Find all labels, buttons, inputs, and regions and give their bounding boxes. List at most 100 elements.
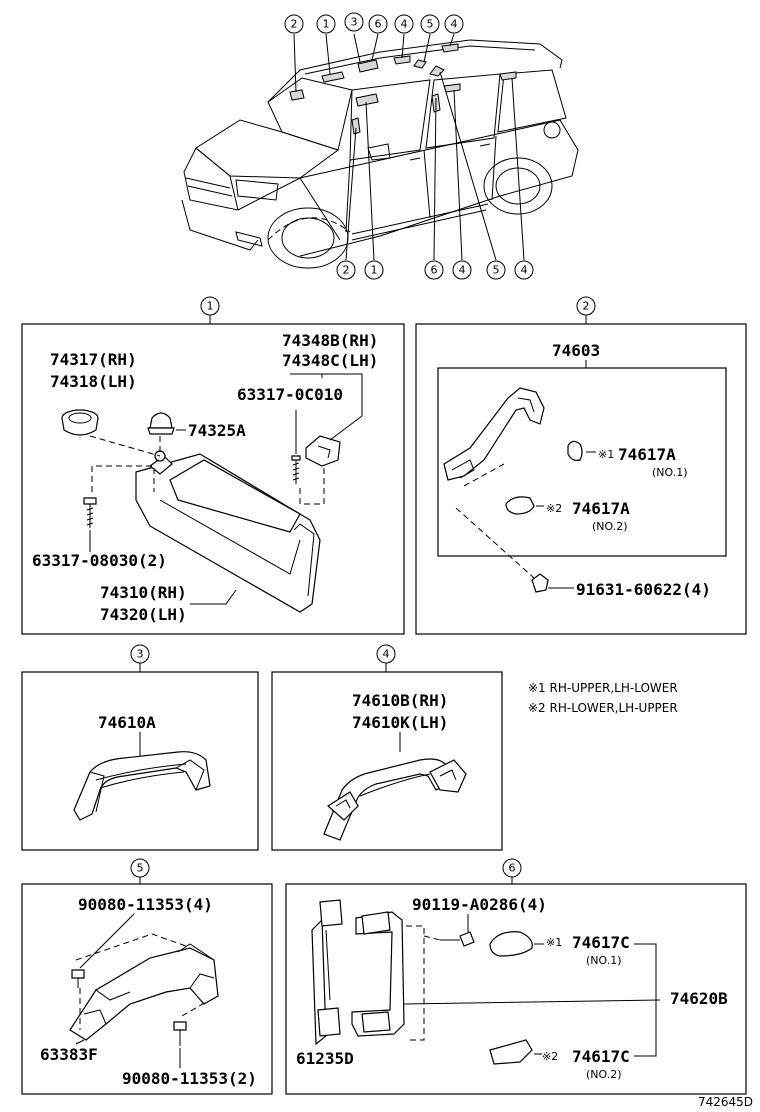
screw-lower bbox=[83, 497, 97, 505]
callout-top-6: 5 bbox=[420, 14, 440, 34]
label-74348c: 74348C(LH) bbox=[282, 351, 378, 370]
callout-bottom-4: 4 bbox=[452, 260, 472, 280]
label-74610a: 74610A bbox=[98, 713, 156, 732]
label-90119: 90119-A0286(4) bbox=[412, 895, 547, 914]
svg-text:5: 5 bbox=[427, 18, 434, 31]
section-6-callout: 6 bbox=[509, 862, 516, 875]
svg-text:6: 6 bbox=[375, 18, 382, 31]
label-63383f: 63383F bbox=[40, 1045, 98, 1064]
label-74617c-no2-qualifier: (NO.2) bbox=[586, 1068, 622, 1081]
section-1-frame bbox=[21, 323, 405, 635]
callout-top-2: 1 bbox=[316, 14, 336, 34]
svg-text:4: 4 bbox=[401, 18, 408, 31]
grip-bracket-right bbox=[429, 759, 467, 793]
callout-top-7: 4 bbox=[444, 14, 464, 34]
label-63317-08030: 63317-08030(2) bbox=[32, 551, 167, 570]
section-3-frame bbox=[21, 671, 259, 851]
assist-grip-74620b bbox=[351, 911, 405, 1037]
svg-text:4: 4 bbox=[451, 18, 458, 31]
label-74317: 74317(RH) bbox=[50, 350, 137, 369]
overview-leaders bbox=[293, 33, 525, 261]
section-3-assist-grip: 3 74610A bbox=[21, 644, 259, 851]
label-74617a-no1-qualifier: (NO.1) bbox=[652, 466, 688, 479]
section-3-callout: 3 bbox=[137, 648, 144, 661]
label-74617c-no1-qualifier: (NO.1) bbox=[586, 954, 622, 967]
callout-bottom-6: 4 bbox=[514, 260, 534, 280]
label-90080-bottom: 90080-11353(2) bbox=[122, 1069, 257, 1088]
label-90080-top: 90080-11353(4) bbox=[78, 895, 213, 914]
label-74617c-no1: 74617C bbox=[572, 933, 630, 952]
label-61235d: 61235D bbox=[296, 1049, 354, 1068]
label-74348b: 74348B(RH) bbox=[282, 331, 378, 350]
svg-text:5: 5 bbox=[493, 264, 500, 277]
section-2-assist-grip-cover: 2 74603 ※1 74617A (NO.1) ※2 74617A (NO.2… bbox=[415, 296, 747, 635]
callout-top-4: 6 bbox=[368, 14, 388, 34]
grip-cap-no2 bbox=[505, 496, 535, 515]
section-4-frame bbox=[271, 671, 503, 851]
mark-2: ※2 bbox=[546, 502, 562, 515]
label-74617a-no2: 74617A bbox=[572, 499, 630, 518]
label-74318: 74318(LH) bbox=[50, 372, 137, 391]
label-91631-60622: 91631-60622(4) bbox=[576, 580, 711, 599]
section-6-frame bbox=[285, 883, 747, 1095]
label-74617c-no2: 74617C bbox=[572, 1047, 630, 1066]
screw-upper bbox=[291, 455, 301, 461]
overview-bottom-callouts: 2 1 6 4 5 4 bbox=[336, 260, 534, 280]
grip-bolt bbox=[531, 573, 549, 593]
vehicle-illustration bbox=[181, 39, 579, 269]
section-4-assist-grip: 4 74610B(RH) 74610K(LH) bbox=[271, 644, 503, 851]
mark-1: ※1 bbox=[598, 448, 614, 461]
svg-text:1: 1 bbox=[323, 18, 330, 31]
callout-bottom-3: 6 bbox=[424, 260, 444, 280]
callout-top-5: 4 bbox=[394, 14, 414, 34]
section-4-callout: 4 bbox=[383, 648, 390, 661]
mark-1: ※1 bbox=[546, 936, 562, 949]
overview-top-callouts: 2 1 3 6 4 5 4 bbox=[284, 12, 464, 34]
figure-code: 742645D bbox=[698, 1095, 753, 1109]
mark-2: ※2 bbox=[542, 1050, 558, 1063]
svg-text:3: 3 bbox=[351, 16, 358, 29]
label-74617a-no1: 74617A bbox=[618, 445, 676, 464]
section-6-assist-grip: 6 90119-A0286(4) ※1 74617C (NO.1) 74620B… bbox=[285, 858, 747, 1095]
section-5-callout: 5 bbox=[137, 862, 144, 875]
grip-cap-74617c-no1 bbox=[489, 931, 533, 957]
callout-top-3: 3 bbox=[344, 12, 364, 32]
callout-bottom-5: 5 bbox=[486, 260, 506, 280]
svg-text:2: 2 bbox=[291, 18, 298, 31]
label-63317-0c010: 63317-0C010 bbox=[237, 385, 343, 404]
visor-clip bbox=[149, 412, 173, 429]
sun-visor-mirror-panel bbox=[169, 459, 301, 533]
svg-text:2: 2 bbox=[343, 264, 350, 277]
label-74320: 74320(LH) bbox=[100, 605, 187, 624]
note-1: ※1 RH-UPPER,LH-LOWER bbox=[528, 681, 678, 695]
label-74617a-no2-qualifier: (NO.2) bbox=[592, 520, 628, 533]
bracket-63383f bbox=[69, 947, 219, 1041]
grip-cap-no1 bbox=[567, 440, 583, 461]
grip-bracket-left bbox=[327, 791, 359, 821]
grip-cap-74617c-no2 bbox=[489, 1039, 533, 1065]
svg-text:1: 1 bbox=[371, 264, 378, 277]
bracket-bolt-bottom bbox=[173, 1021, 187, 1031]
section-5-frame bbox=[21, 883, 273, 1095]
assist-grip-74610a bbox=[73, 751, 211, 821]
section-1-sun-visor: 1 74317(RH) 74318(LH) 74348B(RH) 74348C(… bbox=[21, 296, 405, 635]
section-1-callout: 1 bbox=[207, 300, 214, 313]
callout-bottom-2: 1 bbox=[364, 260, 384, 280]
label-74603: 74603 bbox=[552, 341, 600, 360]
svg-text:4: 4 bbox=[459, 264, 466, 277]
notes: ※1 RH-UPPER,LH-LOWER ※2 RH-LOWER,LH-UPPE… bbox=[528, 681, 678, 715]
svg-text:6: 6 bbox=[431, 264, 438, 277]
section-2-inner-frame bbox=[437, 367, 727, 557]
label-74620b: 74620B bbox=[670, 989, 728, 1008]
label-74610k: 74610K(LH) bbox=[352, 713, 448, 732]
callout-bottom-1: 2 bbox=[336, 260, 356, 280]
label-74610b: 74610B(RH) bbox=[352, 691, 448, 710]
label-74310: 74310(RH) bbox=[100, 583, 187, 602]
grip-bolt-90119 bbox=[459, 931, 475, 947]
label-74325a: 74325A bbox=[188, 421, 246, 440]
section-5-bracket: 5 90080-11353(4) 63383F 90080-11353(2) bbox=[21, 858, 273, 1095]
svg-text:4: 4 bbox=[521, 264, 528, 277]
note-2: ※2 RH-LOWER,LH-UPPER bbox=[528, 701, 678, 715]
callout-top-1: 2 bbox=[284, 14, 304, 34]
